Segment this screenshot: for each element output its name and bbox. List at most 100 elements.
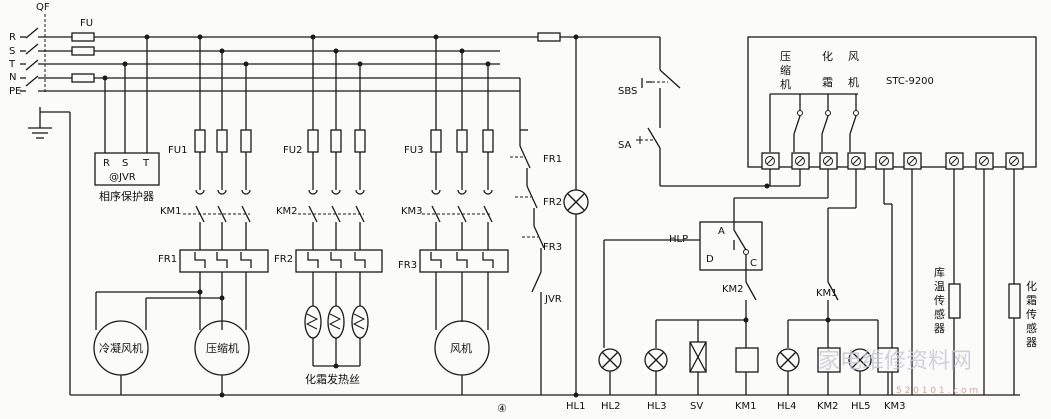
sbs-switch: SBS (618, 62, 681, 122)
power-bus (20, 36, 661, 92)
indicator-hl4 (776, 348, 800, 395)
main-breaker-qf: QF (25, 2, 50, 92)
svg-text:5 2 0 1 0 1 . c o m: 5 2 0 1 0 1 . c o m (896, 386, 978, 396)
coil-km3 (877, 347, 899, 395)
svg-text:FR2: FR2 (274, 254, 293, 265)
svg-text:FR3: FR3 (398, 260, 417, 271)
svg-text:C: C (750, 258, 757, 269)
lower-load-wiring (655, 319, 879, 348)
high-pressure-switch-hlp: HLP A D C (603, 221, 763, 348)
svg-text:S: S (9, 46, 15, 57)
svg-text:传: 传 (934, 294, 945, 307)
svg-text:KM2: KM2 (722, 284, 744, 295)
svg-text:HL3: HL3 (647, 401, 666, 412)
svg-text:器: 器 (1026, 336, 1037, 349)
branch-defrost-heater: FU2 KM2 FR2 化霜发热丝 (274, 34, 383, 386)
svg-text:相序保护器: 相序保护器 (99, 189, 154, 203)
svg-text:压: 压 (780, 50, 791, 63)
svg-text:N: N (9, 72, 16, 83)
svg-text:冷凝风机: 冷凝风机 (99, 341, 143, 355)
svg-text:SA: SA (618, 140, 632, 151)
svg-text:FU3: FU3 (404, 145, 423, 156)
indicator-hl5 (848, 348, 872, 395)
svg-text:机: 机 (848, 75, 859, 89)
svg-text:A: A (718, 226, 725, 237)
controller-stc-9200: 压 缩 机 化 霜 风 机 STC-9200 (747, 36, 1037, 168)
coil-km2 (817, 347, 841, 395)
sa-switch: SA (618, 122, 800, 189)
branch-compressor: FU1 KM1 FR1 (95, 34, 269, 330)
power-line-labels: R S T N PE (8, 32, 21, 97)
svg-text:FU2: FU2 (283, 145, 302, 156)
indicator-hl2 (598, 348, 622, 395)
svg-text:SV: SV (690, 401, 703, 412)
svg-text:FR2: FR2 (543, 197, 562, 208)
svg-text:KM2: KM2 (817, 401, 839, 412)
svg-text:感: 感 (1026, 322, 1037, 335)
svg-text:T: T (142, 158, 150, 169)
main-fuses-fu: FU (71, 18, 561, 83)
svg-text:KM2: KM2 (276, 206, 298, 217)
svg-text:HL2: HL2 (601, 401, 620, 412)
svg-text:库: 库 (934, 266, 945, 279)
svg-text:KM1: KM1 (816, 288, 838, 299)
page-number: ④ (497, 402, 507, 415)
fan-motor: 风机 (434, 320, 490, 376)
ground-symbol (28, 107, 71, 395)
svg-text:家电维修资料网: 家电维修资料网 (818, 349, 972, 374)
svg-text:KM3: KM3 (401, 206, 423, 217)
svg-text:化: 化 (1026, 279, 1037, 293)
solenoid-valve-sv (689, 341, 707, 395)
indicator-hl1 (563, 34, 589, 398)
svg-text:FR1: FR1 (543, 154, 562, 165)
phase-protection-relay: R S T @JVR 相序保护器 (94, 34, 160, 203)
svg-text:KM3: KM3 (884, 401, 906, 412)
svg-text:T: T (8, 59, 16, 70)
svg-text:JVR: JVR (544, 294, 562, 305)
svg-text:机: 机 (780, 77, 791, 91)
svg-text:FU1: FU1 (168, 145, 187, 156)
condenser-fan-motor: 冷凝风机 (93, 320, 149, 376)
svg-text:D: D (706, 254, 714, 265)
svg-text:KM1: KM1 (735, 401, 757, 412)
svg-text:化: 化 (822, 49, 833, 63)
svg-text:S: S (122, 158, 128, 169)
svg-text:缩: 缩 (780, 64, 791, 77)
svg-text:风机: 风机 (450, 341, 472, 355)
coil-km1 (735, 347, 759, 395)
svg-text:器: 器 (934, 322, 945, 335)
controller-terminals (761, 152, 1024, 170)
svg-text:温: 温 (934, 280, 945, 293)
km2-aux-contact: KM2 (722, 281, 757, 323)
indicator-hl3 (644, 348, 668, 395)
svg-text:FR1: FR1 (158, 254, 177, 265)
svg-text:HL1: HL1 (566, 401, 585, 412)
svg-text:FR3: FR3 (543, 242, 562, 253)
svg-text:PE: PE (9, 86, 21, 97)
room-temp-sensor: 库 温 传 感 器 (934, 169, 985, 395)
km1-aux-contact: KM1 (816, 281, 839, 323)
svg-text:STC-9200: STC-9200 (886, 76, 934, 87)
svg-text:HL5: HL5 (851, 401, 870, 412)
svg-text:@JVR: @JVR (109, 172, 136, 183)
svg-text:HL4: HL4 (777, 401, 796, 412)
defrost-sensor: 化 霜 传 感 器 (1008, 169, 1037, 395)
svg-text:SBS: SBS (618, 86, 637, 97)
svg-text:化霜发热丝: 化霜发热丝 (305, 372, 360, 386)
svg-text:R: R (103, 158, 110, 169)
svg-text:霜: 霜 (1026, 294, 1037, 307)
svg-text:FU: FU (80, 18, 93, 29)
svg-text:传: 传 (1026, 308, 1037, 321)
branch-fan: FU3 KM3 FR3 (398, 34, 509, 330)
watermark: 家电维修资料网 5 2 0 1 0 1 . c o m (818, 349, 978, 396)
svg-text:QF: QF (36, 2, 50, 13)
svg-text:KM1: KM1 (160, 206, 182, 217)
svg-text:霜: 霜 (822, 76, 833, 89)
svg-text:压缩机: 压缩机 (206, 341, 239, 355)
bottom-component-labels: HL1 HL2 HL3 SV KM1 HL4 KM2 HL5 KM3 (566, 401, 906, 412)
svg-text:感: 感 (934, 308, 945, 321)
svg-text:R: R (9, 32, 16, 43)
svg-text:风: 风 (848, 50, 859, 63)
overload-contacts: FR1 FR2 FR3 JVR (510, 129, 562, 395)
